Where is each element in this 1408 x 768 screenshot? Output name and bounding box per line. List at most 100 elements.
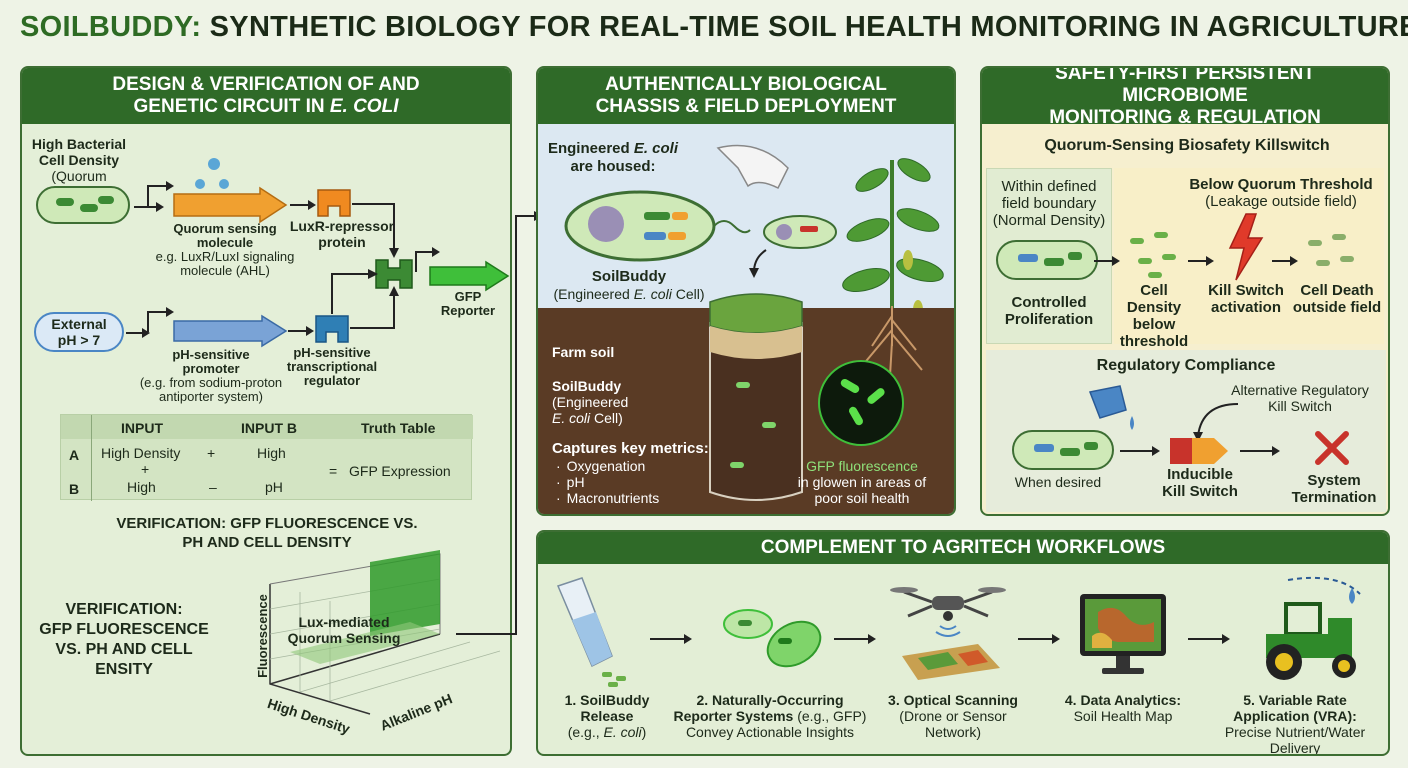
arrow-icon <box>1018 634 1060 644</box>
label-line: Reporter <box>440 303 496 318</box>
label-line: (Drone or Sensor <box>899 708 1007 724</box>
label-line: Soil Health Map <box>1073 708 1173 724</box>
table-cell: High <box>127 479 156 495</box>
label-line: (Engineered <box>552 394 629 410</box>
step-1-label: 1. SoilBuddy Release (e.g., E. coli) <box>542 692 672 740</box>
gfp-glow-icon <box>818 360 904 446</box>
small-cell-icon <box>763 215 837 249</box>
label-line: Delivery <box>1269 740 1321 756</box>
label-italic: E. coli <box>603 724 642 740</box>
table-header-input: INPUT <box>121 420 163 436</box>
drone-icon <box>890 587 1006 680</box>
monitor-map-icon <box>1080 594 1166 674</box>
scattered-cells-icon <box>1130 232 1176 278</box>
arrow-icon <box>1120 446 1160 456</box>
label-line: Network) <box>924 724 981 740</box>
gfp-reporter-label: GFP Reporter <box>432 290 504 318</box>
table-header-truth: Truth Table <box>361 420 436 436</box>
header-line: SAFETY-FIRST PERSISTENT MICROBIOME <box>1055 66 1315 106</box>
arrow-icon <box>834 634 876 644</box>
label-line: threshold <box>1119 333 1189 350</box>
label-line: Quorum Sensing <box>287 630 401 646</box>
title-lead: SOILBUDDY: <box>20 11 202 43</box>
metric-item: Oxygenation <box>566 458 646 474</box>
table-cell: + <box>207 445 216 461</box>
header-line: AUTHENTICALLY BIOLOGICAL <box>605 74 887 95</box>
label-line: 4. Data Analytics: <box>1064 692 1182 708</box>
label-line: Lux-mediated <box>298 614 390 630</box>
label-line: VERIFICATION: <box>65 601 183 618</box>
ph-regulator-label: pH-sensitive transcriptional regulator <box>272 346 392 388</box>
label-line: activation <box>1210 299 1282 316</box>
termination-label: System Termination <box>1282 472 1386 506</box>
label-line: antiporter system) <box>158 389 264 404</box>
table-cell: = <box>329 463 338 479</box>
panel-header: DESIGN & VERIFICATION OF AND GENETIC CIR… <box>22 68 510 124</box>
arrow-icon <box>126 328 150 338</box>
promoter-1-icon <box>147 181 174 206</box>
label-line: (Normal Density) <box>992 212 1106 229</box>
panel-chassis-deployment: AUTHENTICALLY BIOLOGICAL CHASSIS & FIELD… <box>536 66 956 516</box>
external-ph-box <box>34 312 124 352</box>
label-line: PH AND CELL DENSITY <box>182 534 352 551</box>
luxr-protein-icon <box>317 189 351 217</box>
panel-connector-arrow <box>456 211 544 635</box>
header-line: MONITORING & REGULATION <box>1049 107 1321 128</box>
roots-icon <box>861 306 923 377</box>
label-line: Quorum sensing <box>173 221 277 236</box>
label-line: 2. Naturally-Occurring <box>696 692 844 708</box>
panel-agritech-workflows: COMPLEMENT TO AGRITECH WORKFLOWS 1. Soil… <box>536 530 1390 756</box>
label-line: transcriptional <box>286 359 378 374</box>
verification-3d-plot <box>269 550 501 715</box>
label-line: GFP <box>454 289 482 304</box>
lightning-icon <box>1228 213 1264 281</box>
inducible-switch-icon <box>1170 438 1228 464</box>
gfp-fluorescence-label: GFP fluorescence in glowen in areas of p… <box>774 458 950 506</box>
kill-switch-activation-label: Kill Switch activation <box>1200 282 1292 316</box>
label-line: 3. Optical Scanning <box>888 692 1018 708</box>
connector-line <box>352 203 399 258</box>
panel-genetic-circuit: DESIGN & VERIFICATION OF AND GENETIC CIR… <box>20 66 512 756</box>
label-line: SoilBuddy <box>552 378 622 394</box>
label-line: VERIFICATION: GFP FLUORESCENCE VS. <box>116 515 418 532</box>
label-line: promoter <box>182 361 240 376</box>
when-desired-label: When desired <box>1014 474 1102 490</box>
engineered-cell-icon <box>564 190 751 262</box>
label-line: Kill Switch <box>1208 282 1284 299</box>
label-line: LuxR-repressor <box>289 218 395 234</box>
label-italic: E. coli <box>552 410 591 426</box>
qs-gene-arrow <box>173 186 288 224</box>
desired-cell-icon <box>1012 430 1114 470</box>
label-line: SoilBuddy <box>591 268 667 285</box>
label-line: regulator <box>303 373 361 388</box>
farm-soil-label: Farm soil <box>552 344 615 360</box>
label-line: Kill Switch <box>1268 398 1332 414</box>
header-line: CHASSIS & FIELD DEPLOYMENT <box>595 96 897 117</box>
label-line: 5. Variable Rate <box>1243 692 1347 708</box>
arrow-icon <box>1272 256 1298 266</box>
luxr-label: LuxR-repressor protein <box>282 218 402 250</box>
gfp-gene-arrow <box>429 260 510 292</box>
engineered-label: Engineered E. coli are housed: <box>538 140 688 176</box>
label-line: High Bacterial <box>31 136 127 152</box>
arrow-icon <box>1188 256 1214 266</box>
label-line: (e.g. from sodium-proton <box>139 375 283 390</box>
step-5-label: 5. Variable Rate Application (VRA): Prec… <box>1202 692 1388 756</box>
metrics-list: Captures key metrics: ·Oxygenation ·pH ·… <box>552 440 732 506</box>
step-2-label: 2. Naturally-Occurring Reporter Systems … <box>662 692 878 740</box>
arrow-icon <box>650 634 692 644</box>
normal-cell-icon <box>996 240 1098 280</box>
label-line: in glowen in areas of <box>797 474 927 490</box>
title-rest: SYNTHETIC BIOLOGY FOR REAL-TIME SOIL HEA… <box>201 11 1408 43</box>
panel-header: COMPLEMENT TO AGRITECH WORKFLOWS <box>538 532 1388 564</box>
label-line: Controlled <box>1011 294 1087 311</box>
label-text: Cell) <box>671 286 705 302</box>
label-line: Cell Density <box>38 152 120 168</box>
label-line: field boundary <box>1001 195 1097 212</box>
below-threshold-label: Below Quorum Threshold (Leakage outside … <box>1178 176 1384 210</box>
header-text: GENETIC CIRCUIT IN <box>133 96 330 117</box>
label-line: Below Quorum Threshold <box>1189 176 1373 193</box>
step-4-label: 4. Data Analytics: Soil Health Map <box>1048 692 1198 724</box>
label-line: 1. SoilBuddy <box>564 692 650 708</box>
panel-safety-regulation: SAFETY-FIRST PERSISTENT MICROBIOME MONIT… <box>980 66 1390 516</box>
